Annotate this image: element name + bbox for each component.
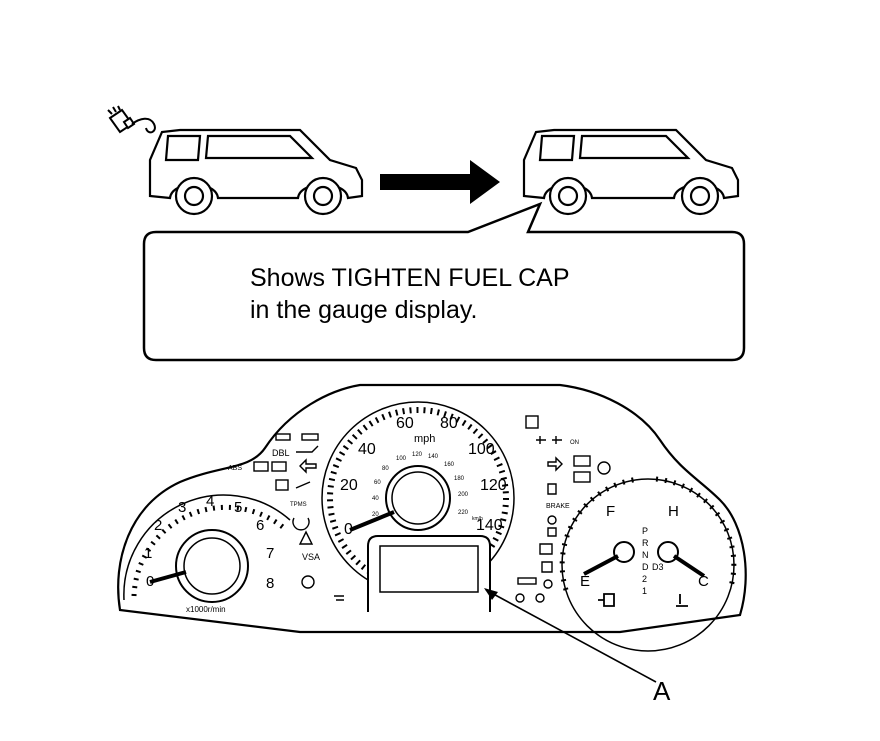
fuel-full-label: F (606, 503, 615, 520)
car-right-icon (522, 128, 740, 216)
callout-line-1: Shows TIGHTEN FUEL CAP (250, 264, 570, 292)
kmh-tick-180: 180 (454, 476, 465, 482)
tach-unit: x1000r/min (186, 605, 226, 614)
fuel-empty-label: E (580, 573, 590, 590)
gear-p: P (642, 526, 648, 536)
tach-tick-0: 0 (146, 573, 154, 590)
fuel-needle (583, 554, 619, 576)
tach-tick-8: 8 (266, 575, 274, 592)
gear-d3: D3 (652, 562, 664, 572)
lights-on-icon (552, 436, 562, 444)
kmh-tick-200: 200 (458, 492, 469, 498)
mph-tick-100: 100 (468, 441, 495, 458)
mph-tick-120: 120 (480, 477, 507, 494)
svg-text:ON: ON (570, 440, 579, 446)
airbag-icon (539, 543, 553, 555)
indicator-dbl: DBL (272, 448, 290, 458)
arrow-right-icon (380, 160, 500, 204)
callout-bubble (142, 201, 746, 362)
left-indicators: DBL ABS TPMS VSA (228, 433, 344, 601)
right-indicators: ON BRAKE (515, 415, 611, 603)
tach-tick-2: 2 (154, 517, 162, 534)
kmh-tick-100: 100 (396, 456, 407, 462)
tach-tick-5: 5 (234, 499, 242, 516)
indicator-vsa: VSA (302, 552, 320, 562)
kmh-tick-220: 220 (458, 510, 469, 516)
lights-icon (334, 595, 344, 601)
key-icon (295, 481, 311, 489)
fuel-cap-icon (107, 105, 156, 134)
kmh-tick-80: 80 (382, 466, 389, 472)
gear-1: 1 (642, 586, 647, 596)
tach-tick-1: 1 (144, 545, 152, 562)
kmh-tick-160: 160 (444, 462, 455, 468)
kmh-tick-40: 40 (372, 496, 379, 502)
mph-tick-140: 140 (476, 517, 503, 534)
coolant-temp-icon (676, 594, 688, 607)
tachometer: 0 1 2 3 4 5 6 7 8 x1000r/min (123, 493, 291, 614)
tach-tick-3: 3 (178, 499, 186, 516)
fuel-pump-icon (598, 593, 615, 607)
tachometer-needle (149, 570, 187, 584)
tach-tick-4: 4 (206, 493, 214, 510)
mph-tick-80: 80 (440, 415, 458, 432)
tpms-icon (292, 517, 310, 531)
kmh-tick-20: 20 (372, 512, 379, 518)
turn-right-icon (547, 456, 563, 472)
gear-d: D (642, 562, 649, 572)
gear-n: N (642, 550, 649, 560)
indicator-tpms: TPMS (290, 502, 307, 508)
headlight-icon (547, 483, 557, 495)
turn-left-icon (299, 458, 317, 474)
gauge-display (367, 535, 491, 612)
fog-light-icon (536, 436, 546, 444)
leader-arrowhead (484, 588, 498, 600)
fuel-temp-gauge: F E H C P R N D D3 2 1 (559, 476, 737, 652)
callout-label-a: A (653, 676, 671, 706)
speedometer: 0 20 40 60 80 100 120 140 mph 20 40 60 8… (321, 401, 515, 595)
vsa-icon (301, 575, 315, 589)
kmh-unit: km/h (472, 516, 483, 522)
kmh-tick-60: 60 (374, 480, 381, 486)
car-left-icon (148, 128, 364, 216)
speed-unit: mph (414, 433, 435, 445)
mph-tick-0: 0 (344, 521, 353, 538)
callout-line-2: in the gauge display. (250, 296, 478, 324)
leader-line-a (485, 589, 657, 683)
kmh-tick-120: 120 (412, 452, 423, 458)
mph-tick-40: 40 (358, 441, 376, 458)
callout-text: Shows TIGHTEN FUEL CAP in the gauge disp… (250, 262, 570, 326)
indicator-abs: ABS (228, 465, 242, 472)
gear-2: 2 (642, 574, 647, 584)
tach-tick-6: 6 (256, 517, 264, 534)
temp-needle (672, 554, 706, 578)
mph-tick-60: 60 (396, 415, 414, 432)
door-open-icon (541, 561, 553, 573)
indicator-brake: BRAKE (546, 503, 570, 510)
seatbelt-icon (547, 515, 557, 525)
speedometer-needle (349, 510, 395, 532)
mph-tick-20: 20 (340, 477, 358, 494)
kmh-tick-140: 140 (428, 454, 439, 460)
gear-r: R (642, 538, 649, 548)
warning-triangle-icon (298, 530, 314, 545)
oil-pressure-icon (296, 445, 319, 453)
temp-cold-label: C (698, 573, 709, 590)
tach-tick-7: 7 (266, 545, 274, 562)
temp-hot-label: H (668, 503, 679, 520)
